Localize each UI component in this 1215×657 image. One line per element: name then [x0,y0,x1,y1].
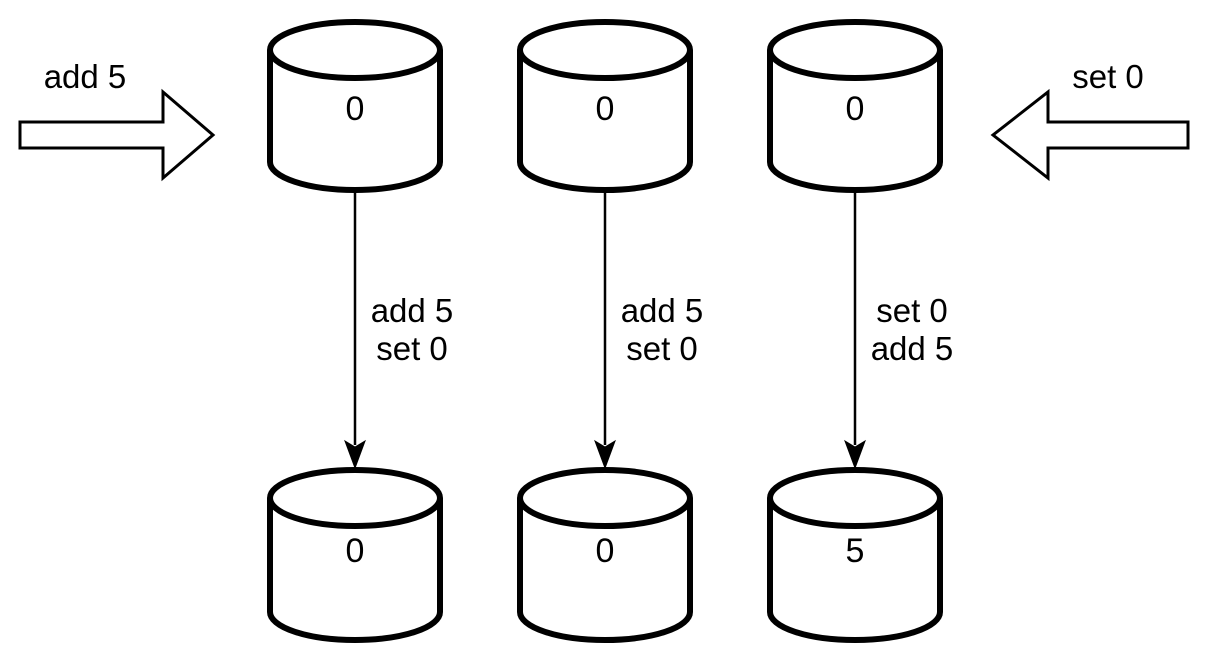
database-initial-2: 0 [517,19,693,193]
cylinder-body [767,498,943,643]
operation-label-2: set 0 [626,330,698,367]
cylinder-top [767,467,943,529]
left-flow: add 5 [18,58,216,182]
cylinder-body [767,50,943,193]
db-value: 0 [346,532,365,570]
replica-column-3: 0 set 0 add 5 5 [767,19,954,643]
cylinder-top [517,467,693,529]
cylinder-body [517,50,693,193]
cylinder-body [267,50,443,193]
right-flow: set 0 [990,58,1190,182]
cylinder-body [267,498,443,643]
operation-label-1: add 5 [621,292,704,329]
replica-column-1: 0 add 5 set 0 0 [267,19,454,643]
cylinder-top [517,19,693,81]
operations-arrow-2: add 5 set 0 [594,190,704,470]
db-value: 0 [846,90,865,128]
block-arrow-right-icon [18,88,216,182]
database-initial-1: 0 [267,19,443,193]
operation-label-1: add 5 [371,292,454,329]
db-value: 5 [846,532,865,570]
arrowhead-down-icon [844,439,866,470]
operation-label-1: set 0 [876,292,948,329]
replica-column-2: 0 add 5 set 0 0 [517,19,704,643]
arrowhead-down-icon [344,439,366,470]
cylinder-top [767,19,943,81]
db-value: 0 [596,90,615,128]
database-final-3: 5 [767,467,943,643]
database-final-1: 0 [267,467,443,643]
cylinder-body [517,498,693,643]
arrowhead-down-icon [594,439,616,470]
database-initial-3: 0 [767,19,943,193]
right-flow-label: set 0 [1072,58,1144,95]
cylinder-top [267,19,443,81]
block-arrow-left-icon [990,88,1190,182]
operations-arrow-3: set 0 add 5 [844,190,954,470]
cylinder-top [267,467,443,529]
db-value: 0 [596,532,615,570]
operation-label-2: add 5 [871,330,954,367]
operations-arrow-1: add 5 set 0 [344,190,454,470]
db-value: 0 [346,90,365,128]
database-final-2: 0 [517,467,693,643]
operation-label-2: set 0 [376,330,448,367]
left-flow-label: add 5 [44,58,127,95]
